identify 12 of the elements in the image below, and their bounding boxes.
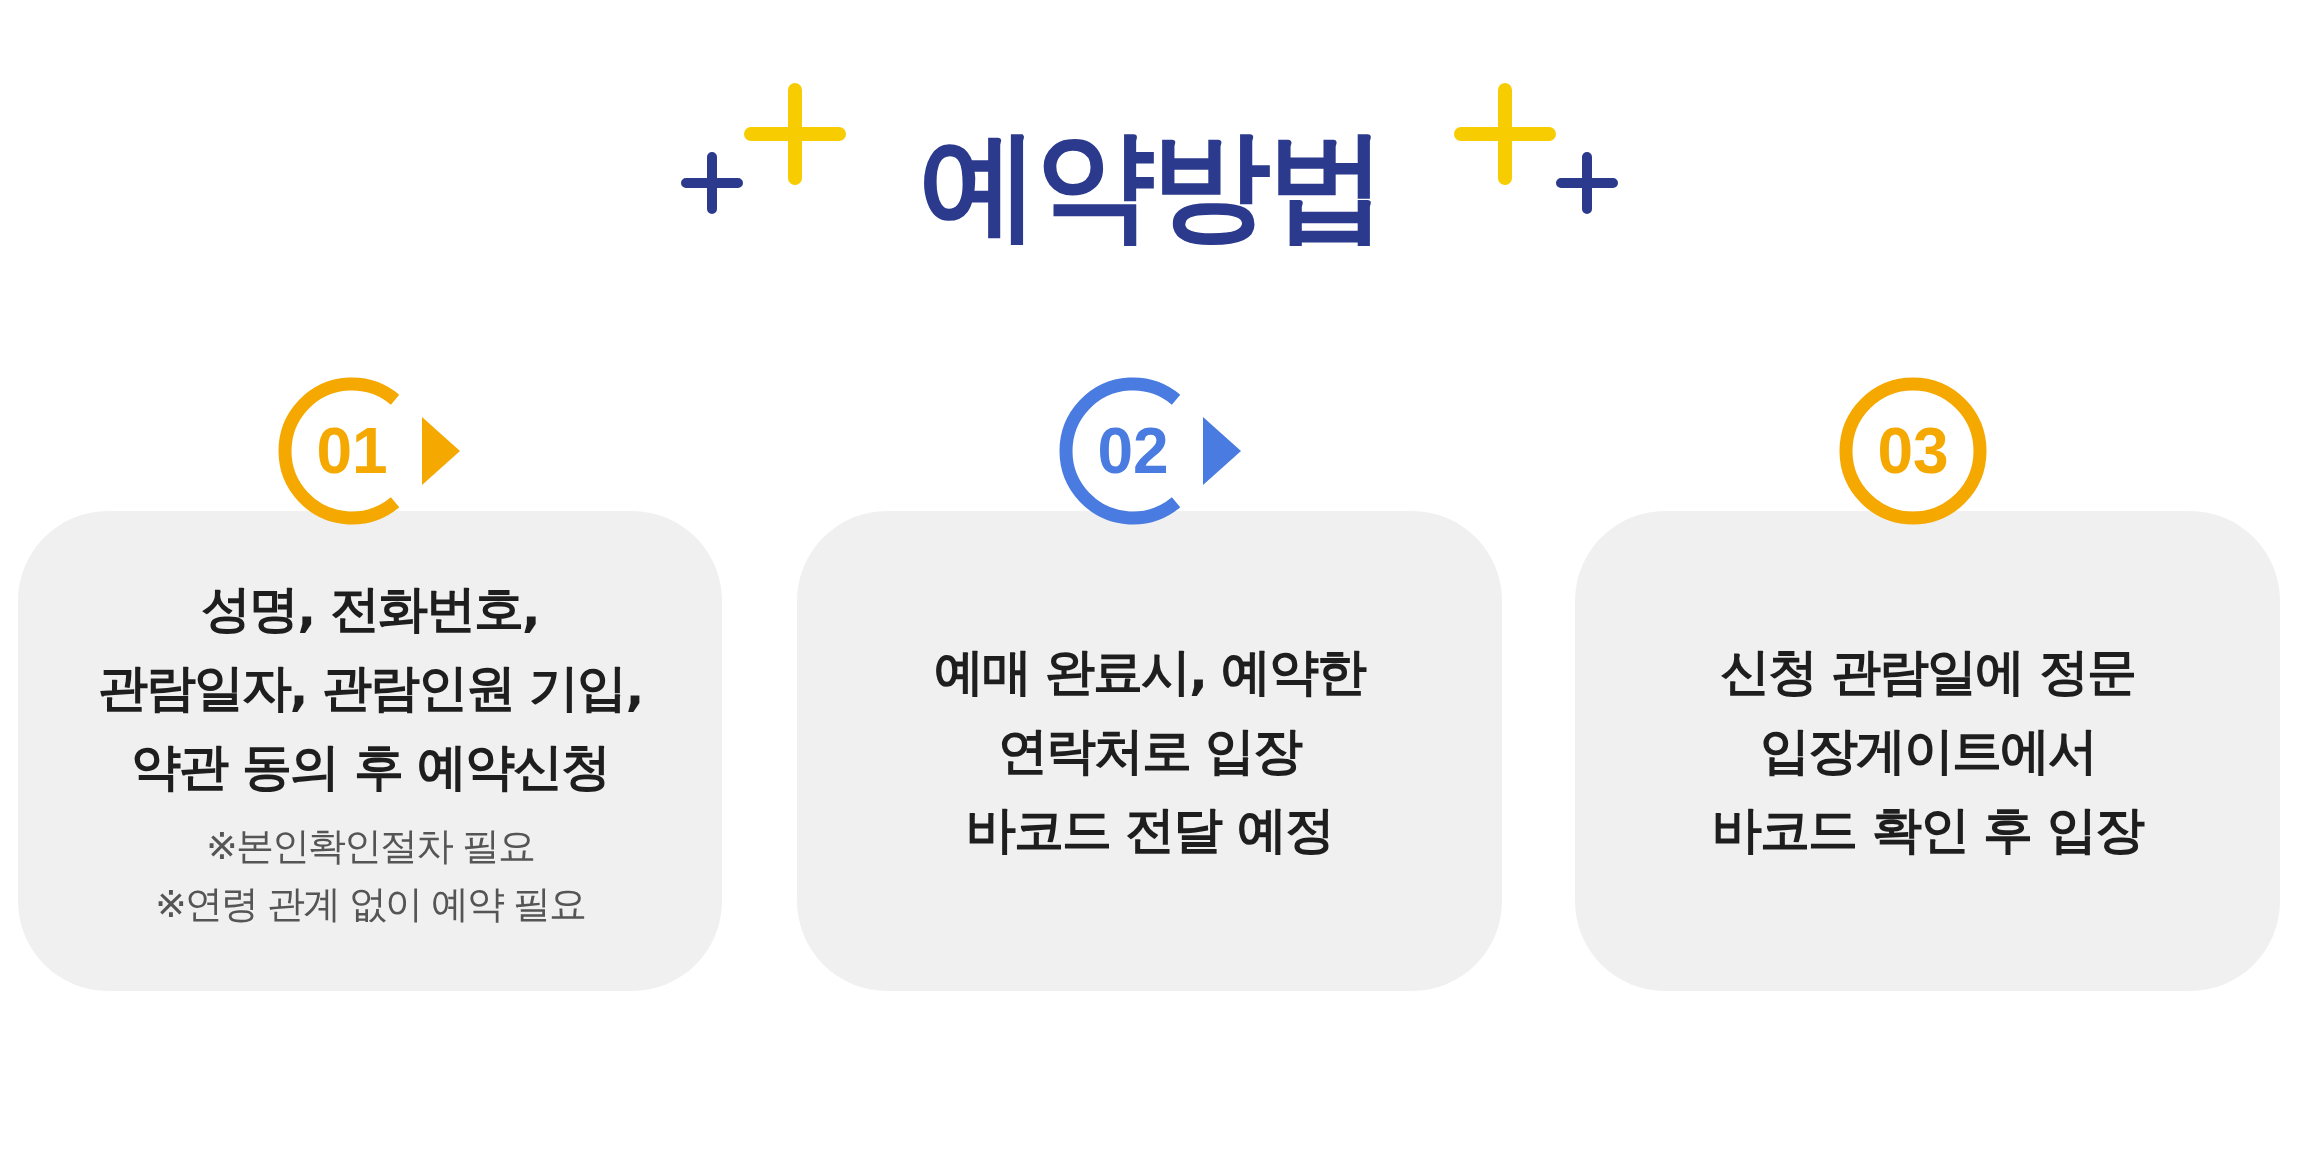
note-text: ※연령 관계 없이 예약 필요 [154,880,586,928]
step-card [18,511,722,991]
step-number-badge: 02 [1053,371,1253,531]
title: 예약방법 [919,115,1383,255]
step-card [797,511,1502,991]
step-number-badge: 01 [272,371,472,531]
step-card [1575,511,2280,991]
step-description: 예매 완료시, 예약한 연락처로 입장 바코드 전달 예정 [932,641,1367,861]
step-description: 성명, 전화번호, 관람일자, 관람인원 기입, 약관 동의 후 예약신청 [96,578,644,798]
note-text: ※본인확인절차 필요 [206,822,534,870]
step-number-badge: 03 [1833,371,1993,531]
step-description: 신청 관람일에 정문 입장게이트에서 바코드 확인 후 입장 [1711,641,2145,861]
